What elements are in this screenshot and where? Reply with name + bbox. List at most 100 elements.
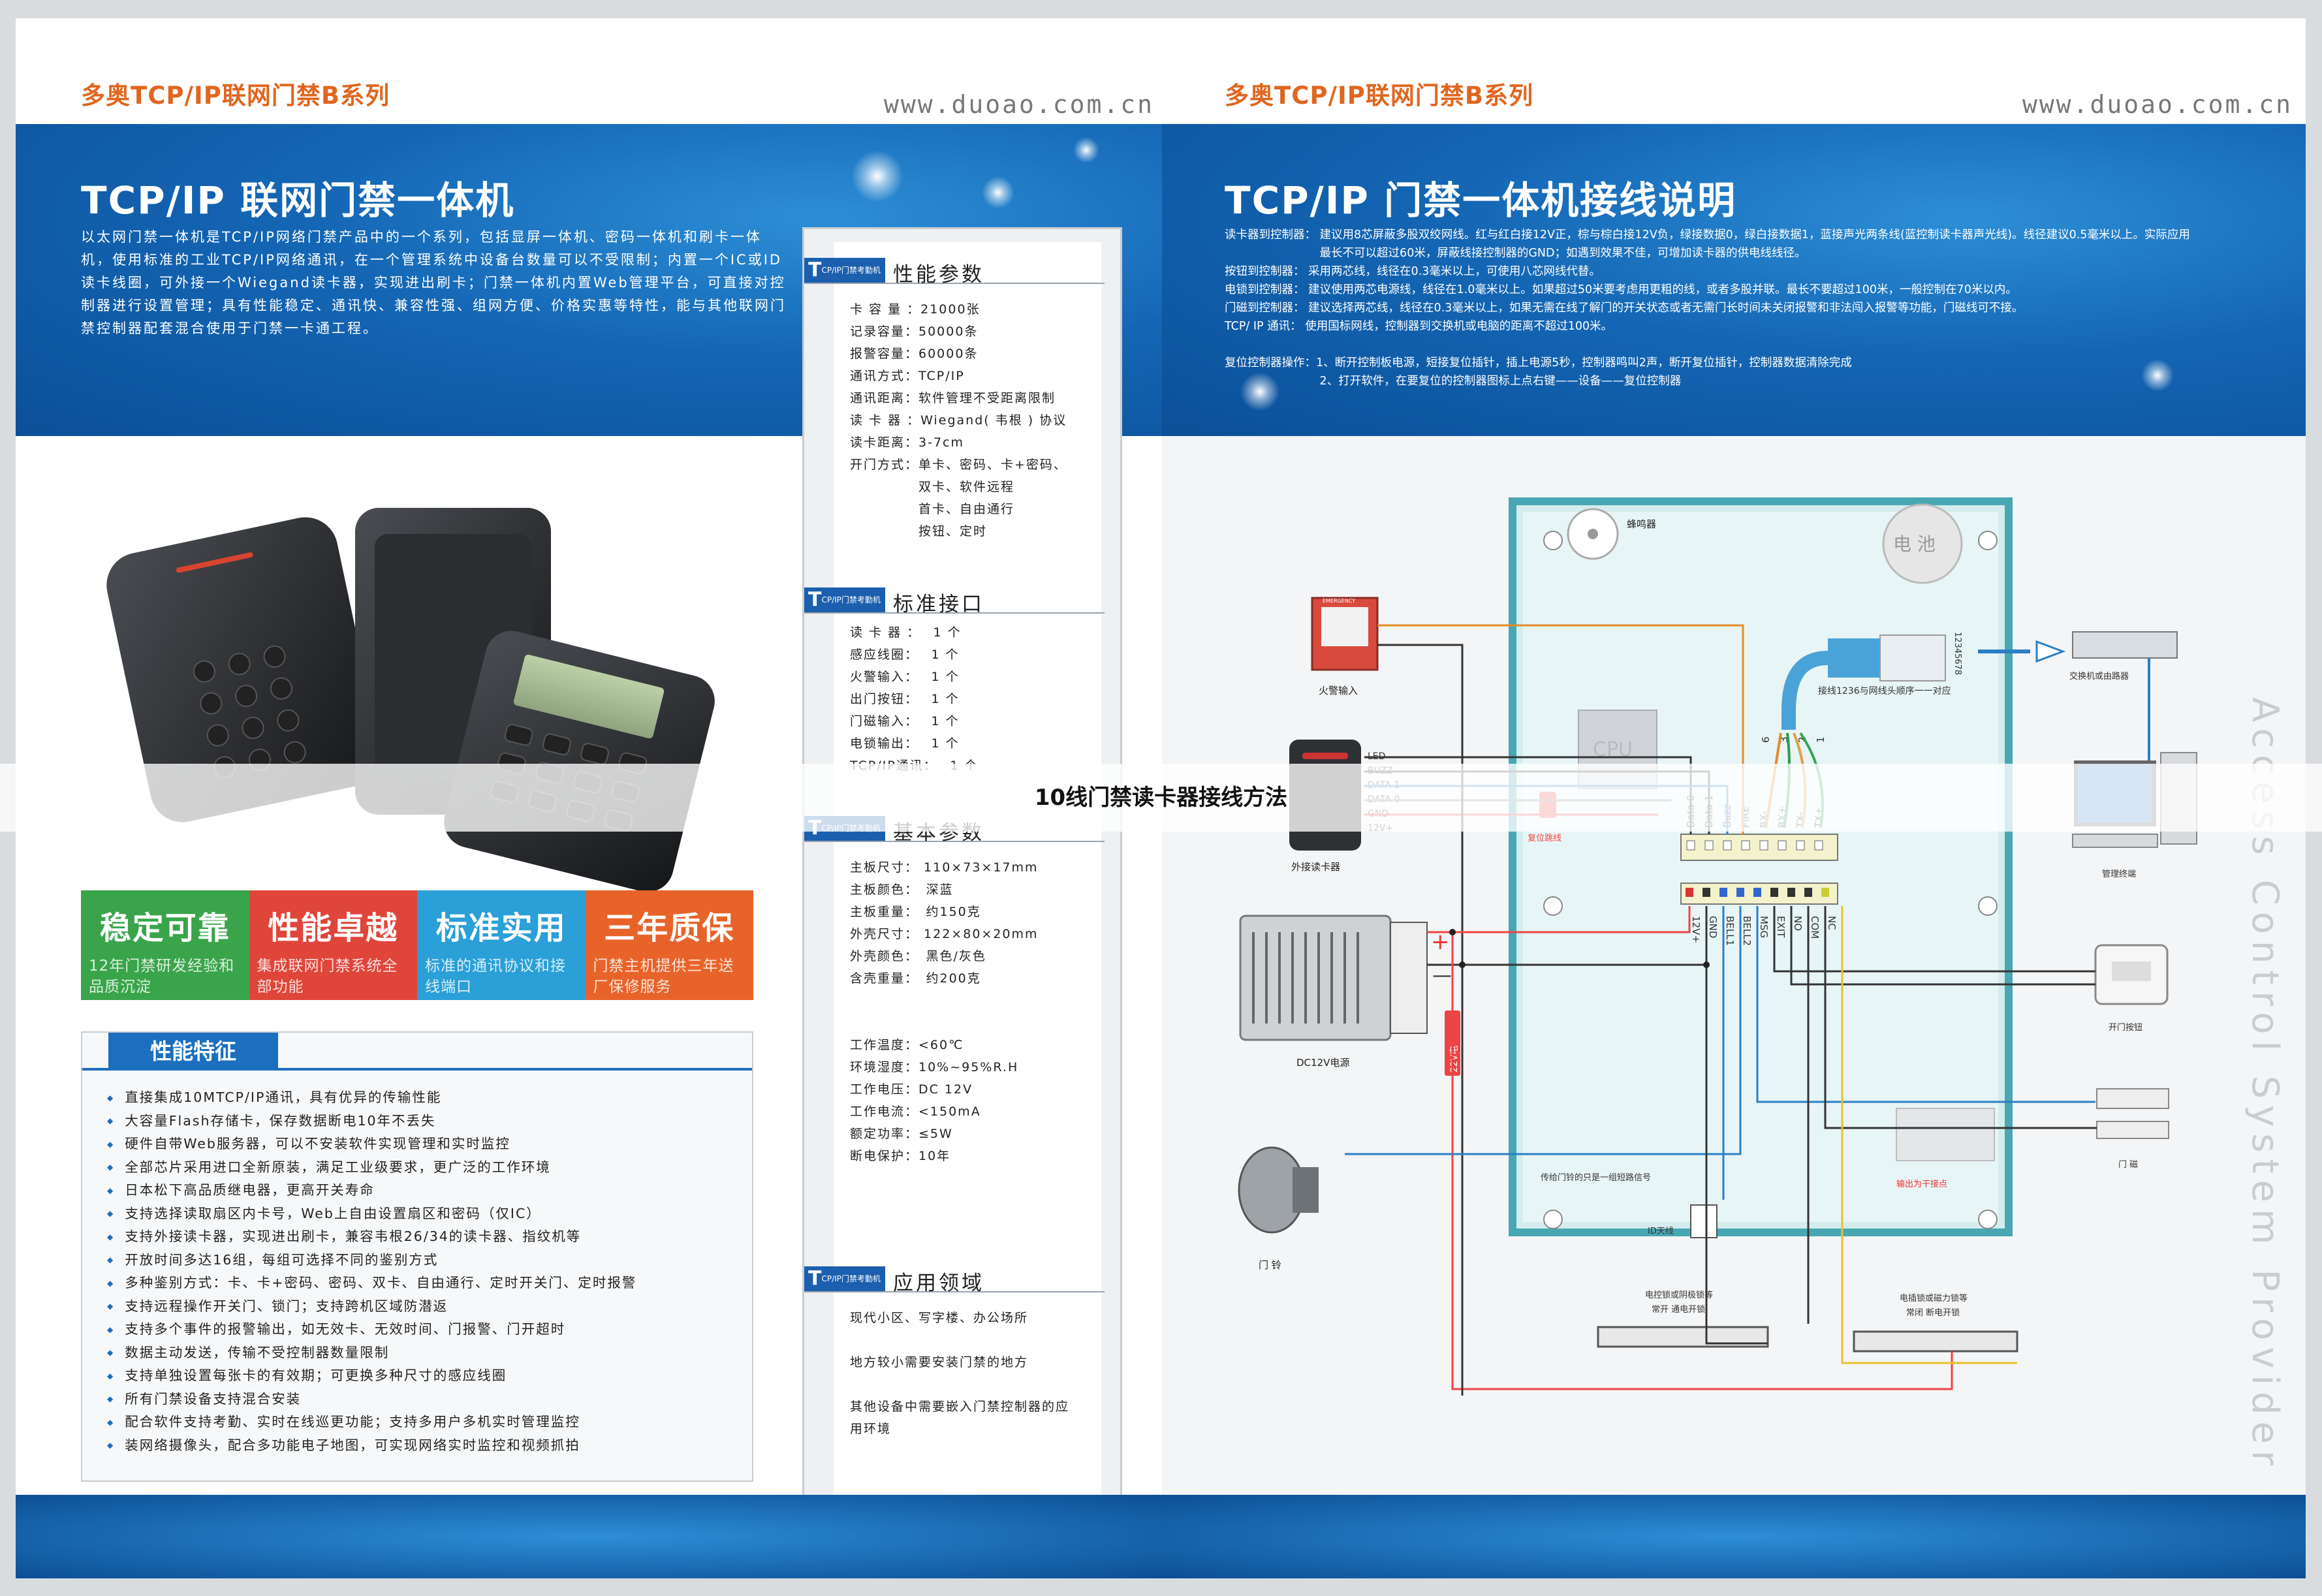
svg-text:常开 通电开锁: 常开 通电开锁 xyxy=(1652,1304,1705,1315)
spec-row: 环境湿度：10%~95%R.H xyxy=(850,1060,1019,1074)
wiring-line: 电锁到控制器： 建议使用两芯电源线，线径在1.0毫米以上。如果超过50米要考虑用… xyxy=(1225,283,2017,296)
bottom-pin-label: BELL1 xyxy=(1724,916,1736,946)
spec-row: 主板重量： 约150克 xyxy=(850,905,981,919)
wiring-instructions: 读卡器到控制器： 建议用8芯屏蔽多股双绞网线。红与红白接12V正，棕与棕白接12… xyxy=(1225,226,2217,390)
spec-application-title: 应用领域 xyxy=(893,1272,984,1295)
wiring-line: 门磁到控制器： 建议选择两芯线，线径在0.3毫米以上，如果无需在线了解门的开关状… xyxy=(1225,302,2024,315)
lock2-label: 电插锁或磁力锁等 xyxy=(1900,1293,1968,1304)
spec-row: 主板颜色： 深蓝 xyxy=(850,883,954,897)
bottom-pin-label: MSG xyxy=(1758,916,1770,938)
spec-row: 其他设备中需要嵌入门禁控制器的应 xyxy=(850,1400,1070,1414)
spec-row: 读 卡 器 ：Wiegand( 韦根 ) 协议 xyxy=(850,413,1067,428)
series-title: 多奥TCP/IP联网门禁B系列 xyxy=(81,82,390,110)
website-url: www.duoao.com.cn xyxy=(883,90,1154,119)
spec-row: 额定功率：≤5W xyxy=(850,1127,953,1141)
performance-item: 大容量Flash存储卡，保存数据断电10年不丢失 xyxy=(107,1110,636,1133)
performance-item: 支持选择读取扇区内卡号，Web上自由设置扇区和密码（仅IC） xyxy=(107,1202,636,1226)
wiring-title: TCP/IP 门禁一体机接线说明 xyxy=(1225,178,1737,223)
spec-row: 含壳重量： 约200克 xyxy=(850,971,981,986)
performance-item: 开放时间多达16组，每组可选择不同的鉴别方式 xyxy=(107,1249,636,1272)
psu-label: DC12V电源 xyxy=(1296,1057,1349,1069)
door-contact-label: 门 磁 xyxy=(2118,1160,2138,1170)
spec-row: 外壳颜色： 黑色/灰色 xyxy=(850,949,986,963)
feature-standard: 标准实用标准的通讯协议和接线端口 xyxy=(417,890,586,1000)
psu-icon xyxy=(1239,915,1392,1041)
performance-item: 配合软件支持考勤、实时在线巡更功能；支持多用户多机实时管理监控 xyxy=(107,1411,636,1434)
wiring-line: 复位控制器操作：1、断开控制板电源，短接复位插针，插上电源5秒，控制器鸣叫2声，… xyxy=(1225,356,1852,369)
spec-row: 通讯距离：软件管理不受距离限制 xyxy=(850,391,1056,405)
wiring-line: 按钮到控制器： 采用两芯线，线径在0.3毫米以上，可使用八芯网线代替。 xyxy=(1225,265,1601,278)
spec-row xyxy=(850,1373,1105,1396)
spec-performance-rows: 卡 容 量 ：21000张记录容量：50000条报警容量：60000条通讯方式：… xyxy=(804,284,1105,542)
performance-item: 支持多个事件的报警输出，如无效卡、无效时间、门报警、门开超时 xyxy=(107,1318,636,1341)
wiring-line: 读卡器到控制器： 建议用8芯屏蔽多股双绞网线。红与红白接12V正，棕与棕白接12… xyxy=(1225,228,2190,242)
spec-row: 读 卡 器 ： 1 个 xyxy=(850,625,962,640)
exit-button-label: 开门按钮 xyxy=(2109,1023,2142,1033)
spec-panel: TCP/IP门禁考勤机性能参数 卡 容 量 ：21000张记录容量：50000条… xyxy=(802,227,1122,1552)
svg-text:12345678: 12345678 xyxy=(1953,632,1962,675)
wiring-line: TCP/ IP 通讯： 使用国标网线，控制器到交换机或电脑的距离不超过100米。 xyxy=(1225,320,1613,333)
buzzer-label: 蜂鸣器 xyxy=(1627,518,1656,530)
spec-row: 感应线圈： 1 个 xyxy=(850,648,960,662)
feature-performance: 性能卓越集成联网门禁系统全部功能 xyxy=(249,890,417,1000)
spec-application-rows: 现代小区、写字楼、办公场所 地方较小需要安装门禁的地方 其他设备中需要嵌入门禁控… xyxy=(804,1292,1105,1440)
header-strip xyxy=(16,18,1162,123)
bottom-pin-label: BELL2 xyxy=(1741,916,1753,946)
svg-text:22V电: 22V电 xyxy=(1449,1046,1460,1072)
top-pin-number: 1 xyxy=(1815,736,1827,743)
svg-text:常闭 断电开锁: 常闭 断电开锁 xyxy=(1906,1307,1960,1318)
dry-contact-note: 输出为干接点 xyxy=(1896,1179,1947,1189)
performance-item: 支持远程操作开关门、锁门；支持跨机区域防潜返 xyxy=(107,1295,636,1319)
spec-row: 工作电流：<150mA xyxy=(850,1104,981,1119)
bottom-pin-label: NO xyxy=(1792,916,1804,931)
spec-row xyxy=(850,1329,1105,1351)
caption-banner: 10线门禁读卡器接线方法 xyxy=(0,764,2322,832)
id-antenna-icon xyxy=(1690,1204,1718,1238)
spec-performance-title: 性能参数 xyxy=(893,263,984,287)
bell-icon xyxy=(1238,1146,1319,1234)
spec-row: 工作电压：DC 12V xyxy=(850,1082,973,1097)
reset-label: 复位跳线 xyxy=(1528,834,1561,843)
page-title: TCP/IP 联网门禁一体机 xyxy=(81,178,515,223)
ext-reader-label: 外接读卡器 xyxy=(1291,861,1340,873)
battery-label: 电 池 xyxy=(1893,533,1936,555)
spec-interface-title: 标准接口 xyxy=(893,593,984,616)
top-pin-number: 6 xyxy=(1760,736,1772,743)
electric-lock-2-icon xyxy=(1853,1330,2018,1353)
svg-text:EMERGENCY: EMERGENCY xyxy=(1323,598,1355,604)
spec-row: 通讯方式：TCP/IP xyxy=(850,369,965,383)
spec-row: 火警输入： 1 个 xyxy=(850,670,960,684)
performance-item: 直接集成10MTCP/IP通讯，具有优异的传输性能 xyxy=(107,1086,636,1110)
performance-item: 支持单独设置每张卡的有效期；可更换多种尺寸的感应线圈 xyxy=(107,1364,636,1388)
intro-text: 以太网门禁一体机是TCP/IP网络门禁产品中的一个系列，包括显屏一体机、密码一体… xyxy=(81,229,786,336)
bottom-band xyxy=(16,1495,1162,1578)
performance-item: 数据主动发送，传输不受控制器数量限制 xyxy=(107,1341,636,1365)
spec-row: 报警容量：60000条 xyxy=(850,347,979,361)
svg-text:—: — xyxy=(1432,964,1452,987)
performance-item: 日本松下高品质继电器，更高开关寿命 xyxy=(107,1179,636,1202)
feature-warranty: 三年质保门禁主机提供三年送厂保修服务 xyxy=(585,890,753,1000)
bottom-pin-label: 12V+ xyxy=(1690,916,1702,943)
performance-item: 全部芯片采用进口全新原装，满足工业级要求，更广泛的工作环境 xyxy=(107,1156,636,1180)
spec-interface-rows: 读 卡 器 ： 1 个感应线圈： 1 个火警输入： 1 个出门按钮： 1 个门磁… xyxy=(804,614,1105,777)
spec-row xyxy=(850,990,1105,1012)
wiring-line xyxy=(1225,336,2217,354)
spec-interface: TCP/IP门禁考勤机标准接口 读 卡 器 ： 1 个感应线圈： 1 个火警输入… xyxy=(804,585,1105,777)
performance-item: 所有门禁设备支持混合安装 xyxy=(107,1388,636,1411)
spec-row: 卡 容 量 ：21000张 xyxy=(850,302,981,317)
performance-features: 性能特征 直接集成10MTCP/IP通讯，具有优异的传输性能大容量Flash存储… xyxy=(81,1031,753,1482)
website-url-right: www.duoao.com.cn xyxy=(2022,90,2293,119)
bottom-pin-label: EXIT xyxy=(1775,916,1787,938)
bell-note: 传给门铃的只是一组短路信号 xyxy=(1541,1172,1651,1183)
top-pin-number: 2 xyxy=(1796,736,1808,743)
header-strip-right xyxy=(1162,18,2306,123)
performance-item: 装网络摄像头，配合多功能电子地图，可实现网络实时监控和视频抓拍 xyxy=(107,1434,636,1458)
left-page: 多奥TCP/IP联网门禁B系列 www.duoao.com.cn TCP/IP … xyxy=(16,18,1162,1578)
wiring-line: 最长不可以超过60米，屏蔽线接控制器的GND；如遇到效果不佳，可增加读卡器的供电… xyxy=(1225,247,1806,260)
spec-row: 电锁输出： 1 个 xyxy=(850,736,960,751)
